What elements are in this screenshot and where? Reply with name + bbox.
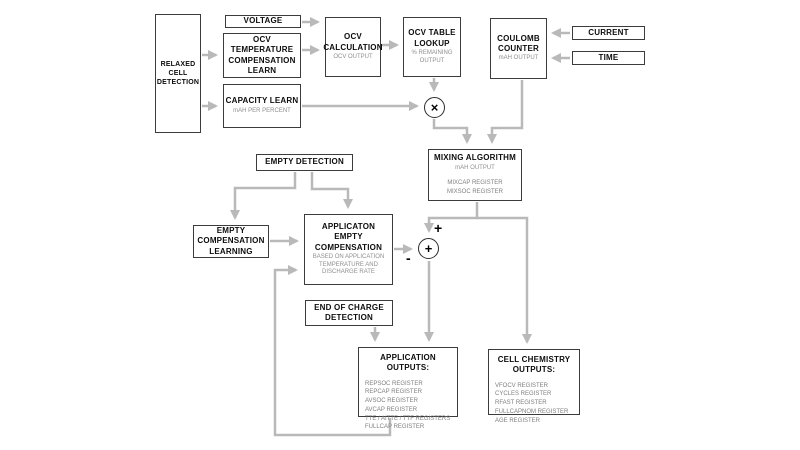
sum-icon: + xyxy=(424,241,433,256)
current-title: CURRENT xyxy=(588,27,629,37)
node-end-of-charge-detection: END OF CHARGE DETECTION xyxy=(305,300,393,326)
empty-detection-title: EMPTY DETECTION xyxy=(265,157,344,167)
voltage-title: VOLTAGE xyxy=(243,16,283,26)
node-ocv-temperature-compensation-learn: OCV TEMPERATURE COMPENSATION LEARN xyxy=(223,33,301,78)
ocv-calculation-subtitle: OCV OUTPUT xyxy=(333,53,373,60)
ocv-calculation-title: OCV CALCULATION xyxy=(323,32,383,52)
node-time: TIME xyxy=(572,51,645,65)
coulomb-counter-subtitle: mAH OUTPUT xyxy=(498,55,539,62)
node-current: CURRENT xyxy=(572,26,645,40)
minus-sign-label: - xyxy=(406,250,411,266)
node-ocv-table-lookup: OCV TABLE LOOKUP % REMAINING OUTPUT xyxy=(403,17,461,77)
node-cell-chemistry-outputs: CELL CHEMISTRY OUTPUTS: VFOCV REGISTER C… xyxy=(488,349,580,424)
node-application-outputs: APPLICATION OUTPUTS: REPSOC REGISTER REP… xyxy=(358,347,458,430)
capacity-learn-title: CAPACITY LEARN xyxy=(225,96,299,106)
multiply-icon: × xyxy=(430,100,439,115)
sum-node: + xyxy=(418,238,439,259)
relaxed-cell-detection-title: RELAXED CELL DETECTION xyxy=(156,60,200,87)
application-empty-compensation-title: APPLICATON EMPTY COMPENSATION xyxy=(314,221,383,252)
node-mixing-algorithm: MIXING ALGORITHM mAH OUTPUT MIXCAP REGIS… xyxy=(428,149,522,201)
node-capacity-learn: CAPACITY LEARN mAH PER PERCENT xyxy=(223,84,301,128)
node-ocv-calculation: OCV CALCULATION OCV OUTPUT xyxy=(323,17,383,77)
node-relaxed-cell-detection: RELAXED CELL DETECTION xyxy=(155,14,201,133)
application-outputs-title: APPLICATION OUTPUTS: xyxy=(380,353,436,373)
ocv-temperature-compensation-learn-title: OCV TEMPERATURE COMPENSATION LEARN xyxy=(228,34,296,75)
end-of-charge-detection-title: END OF CHARGE DETECTION xyxy=(314,302,384,322)
coulomb-counter-title: COULOMB COUNTER xyxy=(497,33,540,54)
node-application-empty-compensation: APPLICATON EMPTY COMPENSATION BASED ON A… xyxy=(304,214,393,285)
cell-chemistry-outputs-title: CELL CHEMISTRY OUTPUTS: xyxy=(497,355,571,375)
node-empty-compensation-learning: EMPTY COMPENSATION LEARNING xyxy=(193,225,269,258)
node-coulomb-counter: COULOMB COUNTER mAH OUTPUT xyxy=(490,18,547,79)
mixing-algorithm-registers: MIXCAP REGISTER MIXSOC REGISTER xyxy=(446,180,503,196)
empty-compensation-learning-title: EMPTY COMPENSATION LEARNING xyxy=(197,225,265,256)
node-empty-detection: EMPTY DETECTION xyxy=(256,154,353,171)
cell-chemistry-outputs-registers: VFOCV REGISTER CYCLES REGISTER RFAST REG… xyxy=(495,382,569,424)
ocv-table-lookup-subtitle: % REMAINING OUTPUT xyxy=(411,50,453,64)
multiply-node: × xyxy=(424,97,445,118)
node-voltage: VOLTAGE xyxy=(225,15,301,28)
application-empty-compensation-subtitle: BASED ON APPLICATION TEMPERATURE AND DIS… xyxy=(312,253,385,276)
plus-sign-label: + xyxy=(434,220,443,236)
time-title: TIME xyxy=(598,52,619,62)
application-outputs-registers: REPSOC REGISTER REPCAP REGISTER AVSOC RE… xyxy=(365,380,451,431)
capacity-learn-subtitle: mAH PER PERCENT xyxy=(233,107,291,114)
mixing-algorithm-title: MIXING ALGORITHM xyxy=(433,153,516,163)
mixing-algorithm-subtitle: mAH OUTPUT xyxy=(455,164,495,171)
ocv-table-lookup-title: OCV TABLE LOOKUP xyxy=(408,28,456,48)
